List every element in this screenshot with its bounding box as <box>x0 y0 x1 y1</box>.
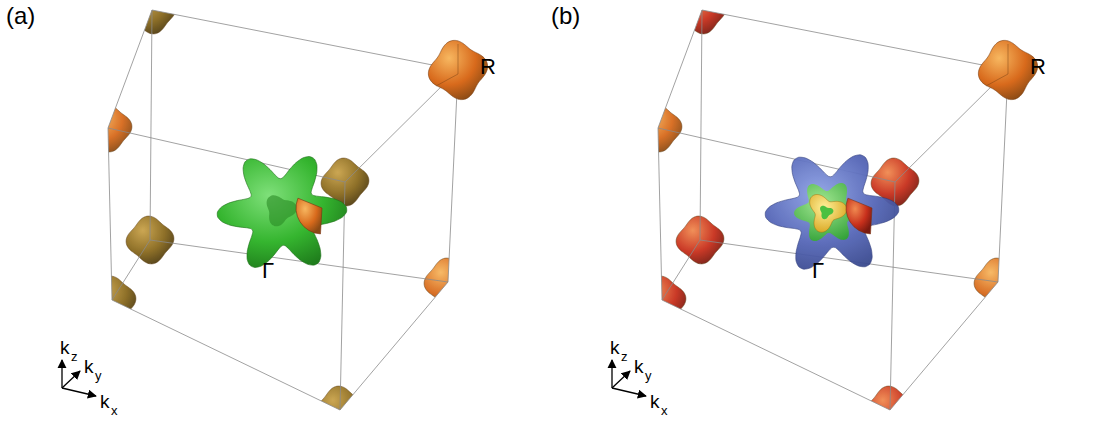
axis-subscript: z <box>621 350 628 363</box>
point-label: Γ <box>812 260 824 282</box>
zone-edge <box>112 240 150 300</box>
axis-label: k <box>84 357 94 376</box>
zone-edge <box>108 10 152 128</box>
corner-pocket <box>296 198 322 234</box>
axis-subscript: x <box>661 404 668 417</box>
gamma-surface <box>217 157 347 268</box>
gamma-surface <box>765 155 899 269</box>
gamma-surface <box>810 195 847 233</box>
panel-label: (a) <box>6 4 35 28</box>
r-pocket <box>978 40 1037 99</box>
zone-edge <box>112 300 340 410</box>
axis-subscript: y <box>645 369 652 382</box>
axis-label: k <box>60 338 70 357</box>
point-label: R <box>1030 56 1046 78</box>
point-label: R <box>480 56 496 78</box>
point-label: Γ <box>262 260 274 282</box>
zone-edge <box>150 10 152 240</box>
axis-subscript: y <box>95 369 102 382</box>
brillouin-zone <box>634 0 1038 428</box>
zone-edge <box>340 282 448 410</box>
zone-edge <box>152 10 458 70</box>
axis-subscript: x <box>111 404 118 417</box>
zone-edge <box>108 128 112 300</box>
axis-subscript: z <box>71 350 78 363</box>
zone-edge <box>448 70 458 282</box>
panel-label: (b) <box>551 4 580 28</box>
corner-pocket <box>846 198 872 234</box>
zone-edge <box>700 10 702 240</box>
zone-edge <box>662 300 890 410</box>
axis-label: k <box>634 357 644 376</box>
axis-label: k <box>100 392 110 411</box>
zone-edge <box>658 10 702 128</box>
zone-edge <box>998 70 1008 282</box>
zone-edge <box>702 10 1008 70</box>
axis-label: k <box>650 392 660 411</box>
zone-edge <box>890 282 998 410</box>
r-pocket <box>428 40 487 99</box>
brillouin-zone <box>84 0 488 428</box>
zone-edge <box>658 128 662 300</box>
zone-edge <box>662 240 700 300</box>
axis-label: k <box>610 338 620 357</box>
